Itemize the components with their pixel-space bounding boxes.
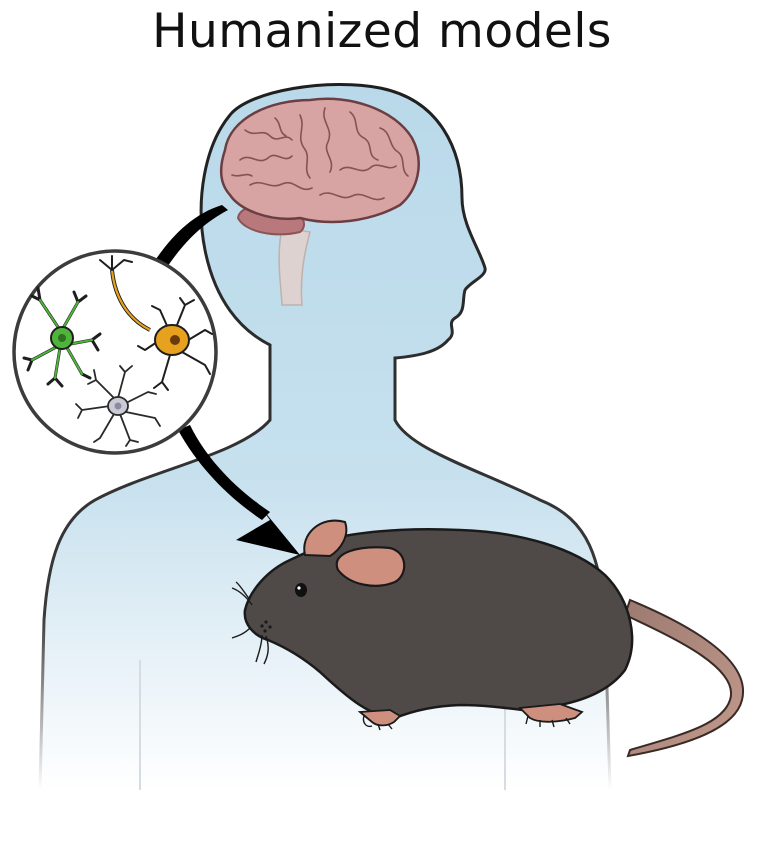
neuron-cell	[99, 255, 213, 391]
arrow-icon	[150, 205, 300, 555]
diagram-title: Humanized models	[152, 4, 612, 59]
rat-icon	[231, 519, 745, 758]
microglia-cell	[75, 365, 161, 447]
neuron-cells-icon	[12, 249, 218, 455]
astrocyte-cell	[22, 286, 102, 388]
brain-icon	[219, 97, 420, 306]
